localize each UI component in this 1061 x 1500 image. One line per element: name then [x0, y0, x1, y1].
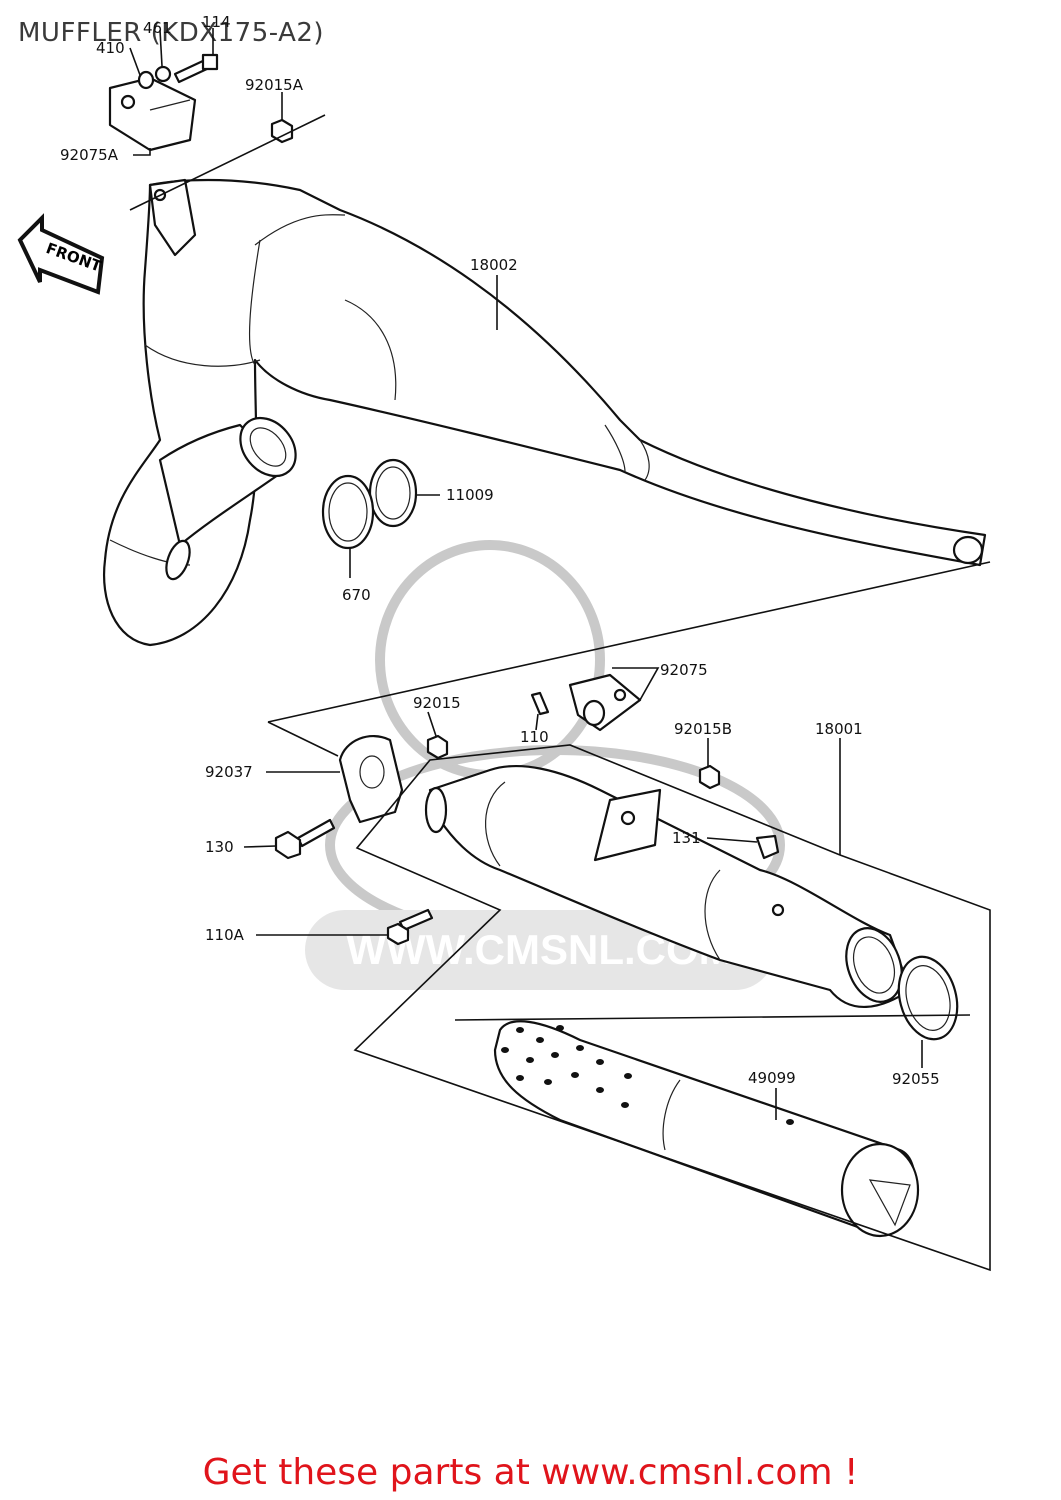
- gasket-11009: [368, 458, 418, 528]
- bolt-110A: [386, 908, 434, 946]
- label-92015A: 92015A: [245, 76, 304, 94]
- gasket-92055: [897, 955, 959, 1041]
- label-130: 130: [205, 838, 234, 856]
- label-92015B: 92015B: [674, 720, 732, 738]
- gasket-670: [321, 474, 375, 550]
- page-title: MUFFLER (KDX175-A2): [18, 18, 325, 48]
- collar-461: [154, 65, 172, 83]
- front-arrow-icon: FRONT: [17, 213, 104, 295]
- label-114: 114: [202, 13, 231, 31]
- bolt-131: [755, 834, 780, 860]
- part-labels: 410 461 114 92015A 92075A 18002 11009 67…: [60, 13, 940, 1088]
- nut-92015: [426, 734, 449, 760]
- spark-arrester-49099: [493, 1020, 920, 1238]
- bracket-92075: [568, 673, 642, 732]
- label-18002: 18002: [470, 256, 518, 274]
- bolt-114: [173, 53, 219, 84]
- leader-lines: [129, 28, 923, 1120]
- label-92075A: 92075A: [60, 146, 119, 164]
- label-18001: 18001: [815, 720, 863, 738]
- label-92037: 92037: [205, 763, 253, 781]
- label-49099: 49099: [748, 1069, 796, 1087]
- label-110: 110: [520, 728, 549, 746]
- shop-link[interactable]: Get these parts at www.cmsnl.com !: [202, 1452, 859, 1493]
- label-110A: 110A: [205, 926, 245, 944]
- label-92055: 92055: [892, 1070, 940, 1088]
- bracket-92075A: [108, 76, 197, 152]
- nut-92015B: [698, 764, 721, 790]
- silencer-18001: [424, 764, 912, 1008]
- expansion-chamber-18002: [103, 178, 987, 647]
- label-92075: 92075: [660, 661, 708, 679]
- bolt-110: [530, 691, 550, 716]
- label-410: 410: [96, 39, 125, 57]
- label-131: 131: [672, 829, 701, 847]
- label-461: 461: [143, 19, 172, 37]
- label-92015: 92015: [413, 694, 461, 712]
- label-11009: 11009: [446, 486, 494, 504]
- bolt-130: [274, 818, 336, 860]
- label-670: 670: [342, 586, 371, 604]
- washer-410: [137, 70, 155, 90]
